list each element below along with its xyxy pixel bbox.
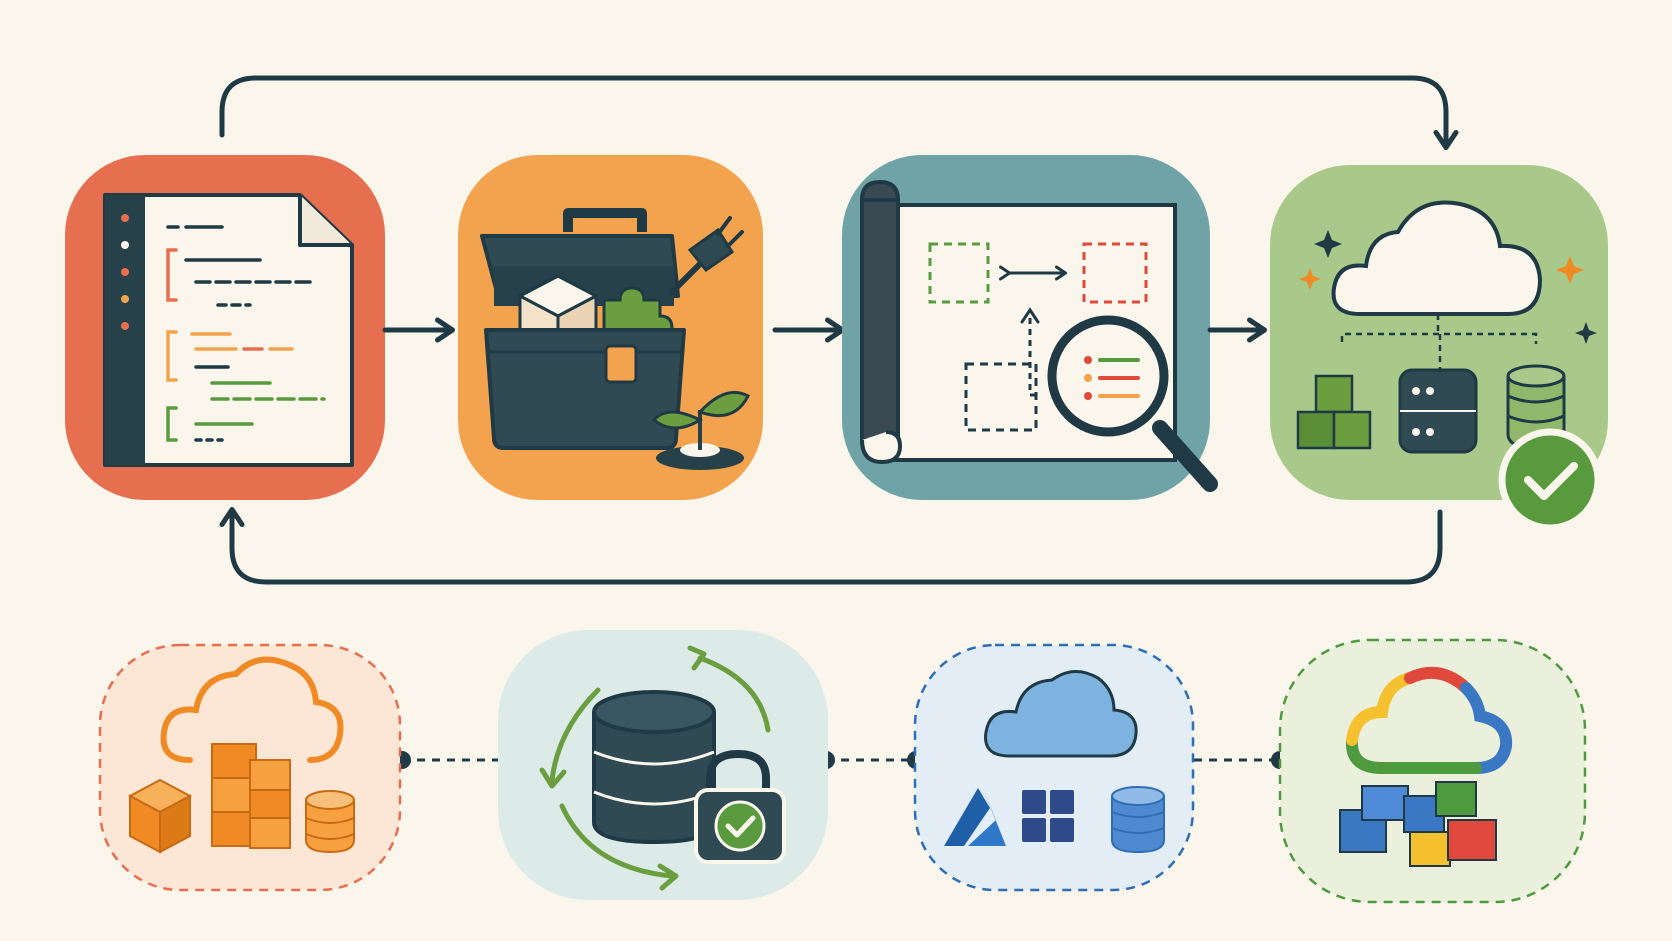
cubes-icon xyxy=(1296,374,1372,450)
blue-cloud-services-icon xyxy=(944,670,1165,854)
azure-logo-icon xyxy=(944,786,1006,846)
sparkle-icon xyxy=(1314,230,1342,258)
orange-cloud-boxes-icon xyxy=(127,656,355,854)
success-check-icon xyxy=(1498,428,1602,532)
plan-stage-card xyxy=(842,155,1218,500)
cloud-resources-check-icon xyxy=(1296,200,1602,532)
multicolor-cloud-blocks-icon xyxy=(1339,666,1513,867)
toolkit-stage-card xyxy=(458,155,763,500)
resource-box-red xyxy=(1082,242,1148,304)
provider-card-orange xyxy=(98,643,402,892)
sparkle-icon xyxy=(1556,256,1584,284)
cloud-icon xyxy=(984,670,1138,758)
blueprint-inspect-icon xyxy=(860,179,1218,492)
grid-apps-icon xyxy=(1022,790,1074,842)
sprout-icon xyxy=(651,391,750,470)
sync-arrow-icon xyxy=(549,687,601,783)
cloud-icon xyxy=(1331,200,1543,316)
magnifier-icon xyxy=(1047,315,1218,492)
sync-arrow-icon xyxy=(559,803,675,879)
database-icon xyxy=(1111,786,1165,854)
plug-icon xyxy=(669,216,744,295)
resource-box-dark xyxy=(964,362,1038,432)
server-icon xyxy=(1398,368,1478,454)
code-document-icon xyxy=(103,193,354,467)
locked-database-sync-icon xyxy=(539,645,786,891)
sparkle-icon xyxy=(1575,322,1597,344)
code-stage-card xyxy=(65,155,385,500)
module-cube-icon xyxy=(516,274,600,361)
sparkle-icon xyxy=(1299,268,1321,290)
database-icon xyxy=(305,790,355,854)
lock-check-icon xyxy=(694,749,786,864)
resource-box-green xyxy=(928,242,990,304)
bottom-loop-arrow xyxy=(219,507,1443,585)
top-loop-arrow xyxy=(219,75,1459,150)
provider-card-state xyxy=(498,630,828,900)
deploy-stage-card xyxy=(1270,165,1608,532)
toolbox-plugins-icon xyxy=(480,208,750,470)
provider-card-multicolor xyxy=(1278,638,1587,904)
sync-arrow-icon xyxy=(697,655,771,733)
provider-card-blue xyxy=(913,643,1195,892)
